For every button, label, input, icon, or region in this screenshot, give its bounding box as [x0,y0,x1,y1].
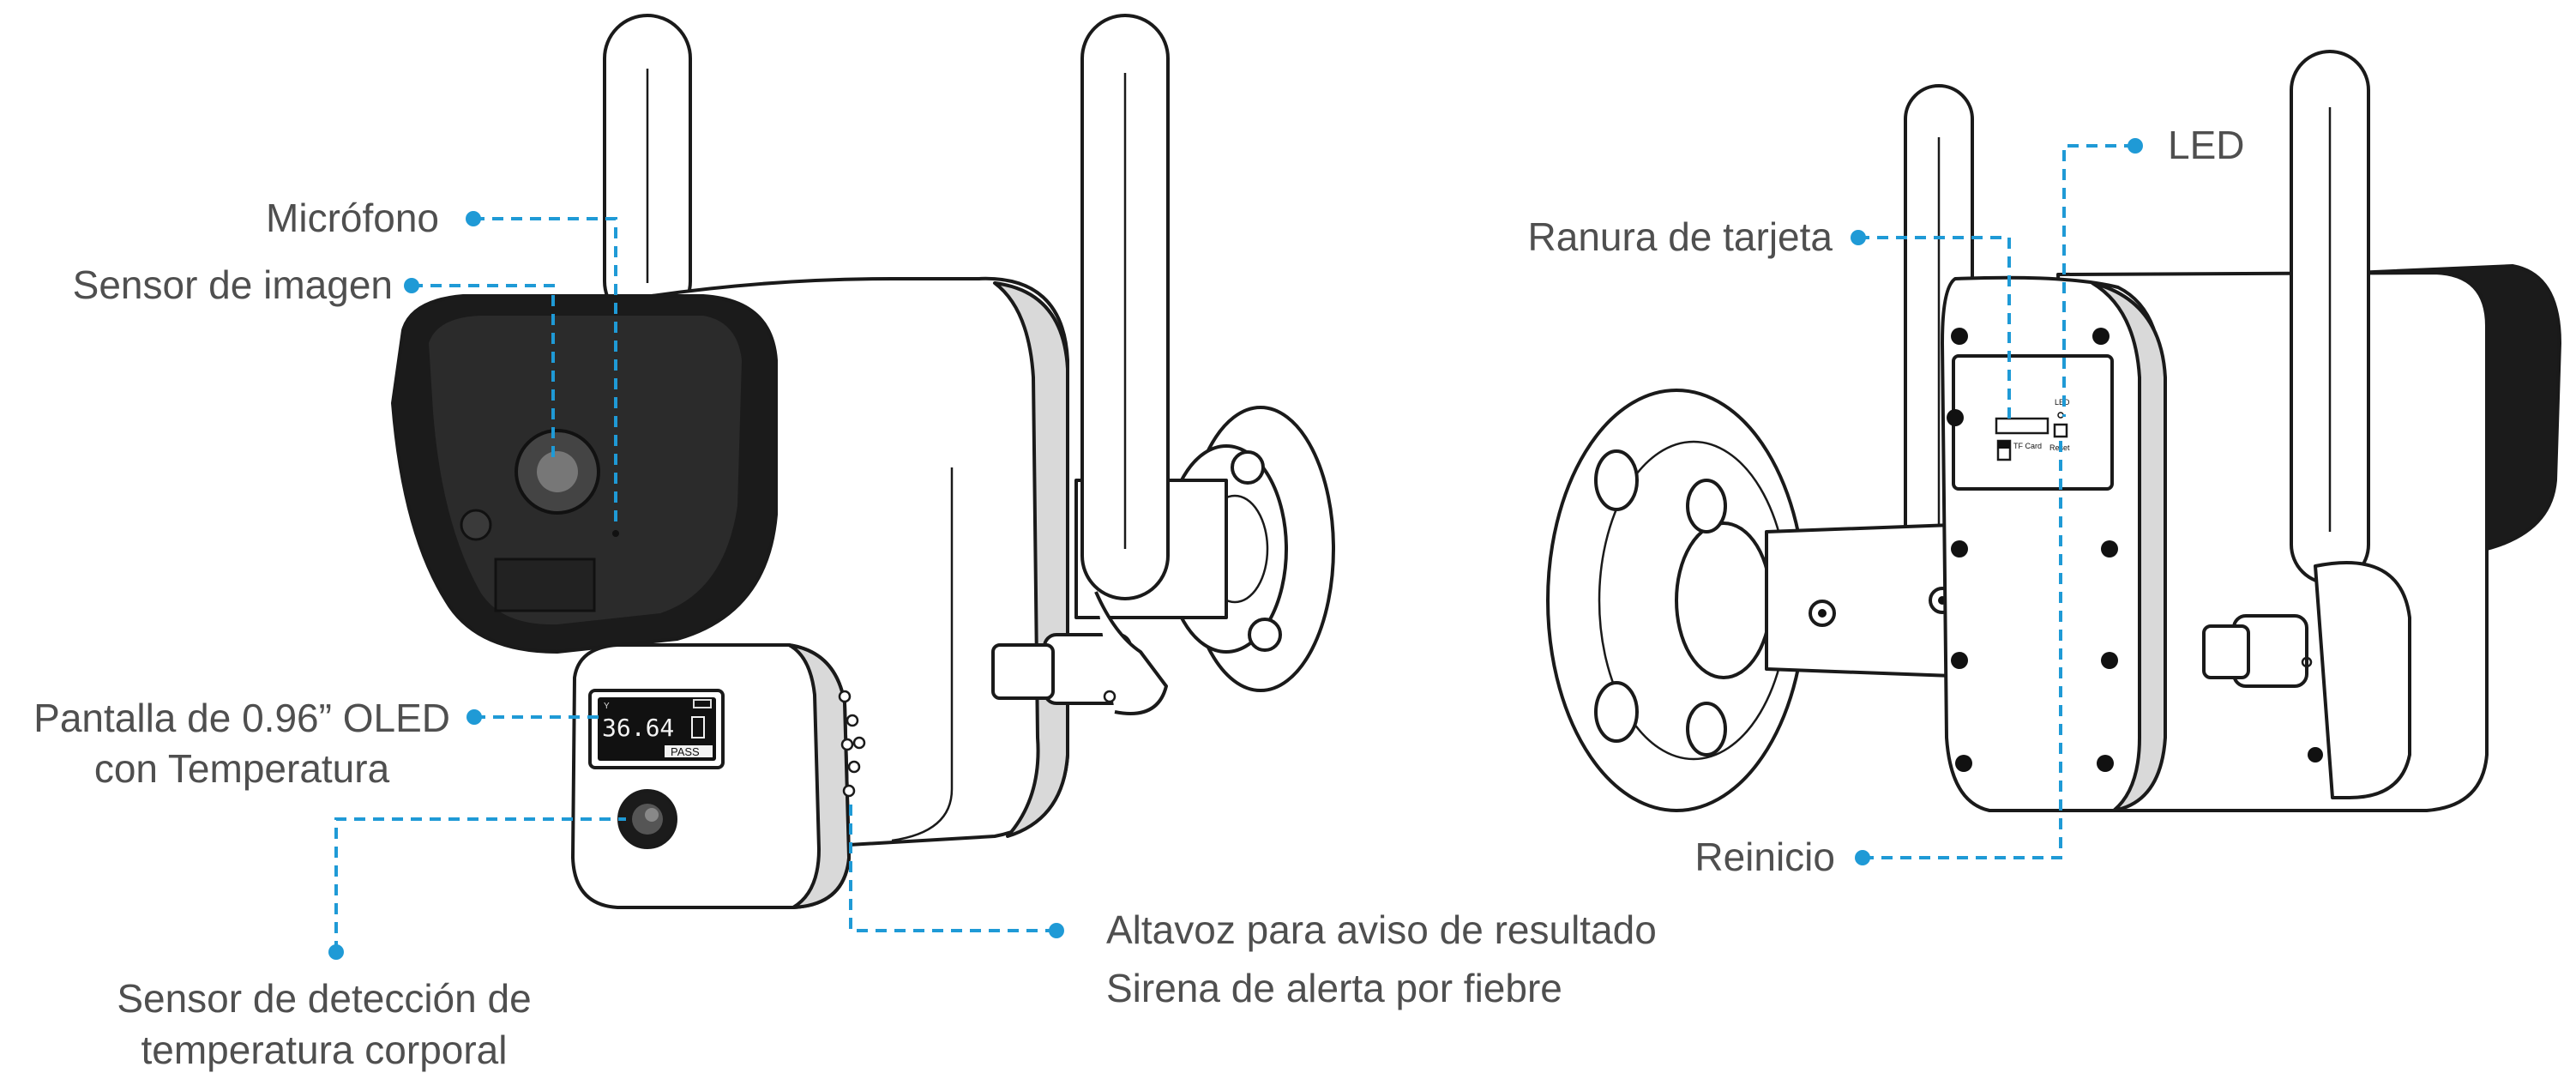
rear-back-plate: TF Card LED Reset [1941,275,2167,812]
port-card-label: TF Card [2013,442,2042,450]
oled-status-readout: PASS [671,745,700,758]
front-camera-illustration: Y 36.64 PASS [391,14,1335,909]
callout-leaders [328,138,2143,960]
label-pantalla-line1: Pantalla de 0.96” OLED [33,696,450,740]
front-camera-hood [391,294,778,654]
label-reinicio: Reinicio [1694,835,1835,879]
label-sensor-temp-line2: temperatura corporal [141,1028,508,1072]
label-sensor-temp-line1: Sensor de detección de [117,976,531,1021]
rear-antenna-front [2202,50,2411,799]
label-ranura: Ranura de tarjeta [1528,214,1833,259]
svg-text:Y: Y [604,702,610,711]
oled-temperature-readout: 36.64 [602,714,674,742]
label-sensor-imagen: Sensor de imagen [73,262,393,307]
front-antenna-front [991,14,1170,715]
label-pantalla-line2: con Temperatura [94,746,390,791]
label-altavoz-line1: Altavoz para aviso de resultado [1106,907,1657,952]
front-antenna-rear [603,14,692,326]
rear-camera-illustration: TF Card LED Reset [1546,50,2561,812]
label-led: LED [2168,123,2244,167]
label-altavoz-line2: Sirena de alerta por fiebre [1106,966,1562,1010]
label-microfono: Micrófono [266,196,439,240]
callout-labels: Micrófono Sensor de imagen Pantalla de 0… [33,123,2244,1072]
front-thermal-module: Y 36.64 PASS [571,643,866,909]
